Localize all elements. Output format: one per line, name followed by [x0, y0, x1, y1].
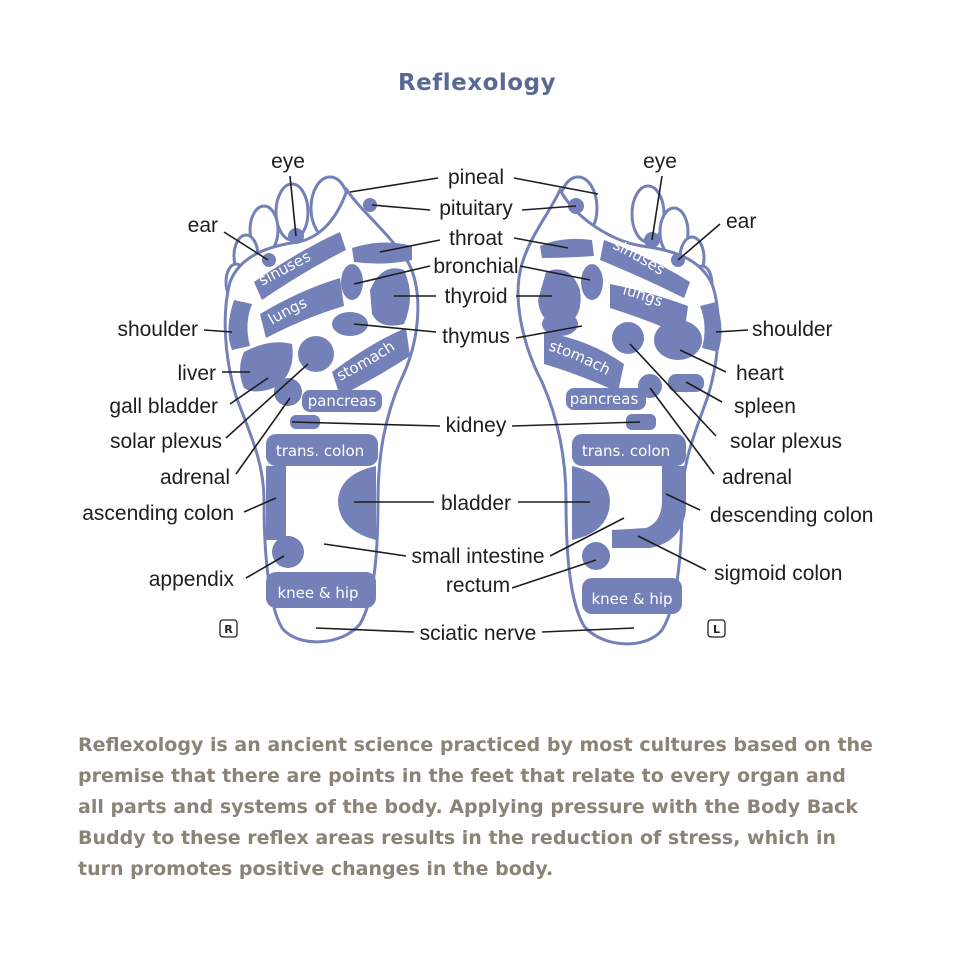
left-rectum-zone — [582, 542, 610, 570]
right-pancreas-label: pancreas — [308, 392, 377, 410]
left-trans-colon-label: trans. colon — [582, 442, 670, 460]
left-knee-hip-label: knee & hip — [591, 590, 672, 608]
right-gall-bladder-zone — [261, 366, 275, 386]
left-thymus-zone — [542, 312, 578, 336]
reflexology-diagram: sinuses lungs stomach pancreas trans. co… — [82, 150, 873, 646]
leader-lines — [203, 175, 749, 633]
right-ascending-colon-zone — [266, 466, 286, 540]
label-right-ear: ear — [188, 214, 218, 237]
left-heart-zone — [654, 320, 702, 360]
right-foot-labels: eye ear shoulder liver gall bladder sola… — [82, 150, 305, 591]
right-foot: sinuses lungs stomach pancreas trans. co… — [219, 175, 420, 644]
label-appendix: appendix — [149, 568, 235, 591]
label-kidney: kidney — [446, 414, 507, 437]
left-kidney-zone — [626, 414, 656, 430]
left-foot-badge-label: L — [713, 623, 720, 636]
right-stomach-zone — [332, 328, 410, 396]
left-shoulder-zone — [700, 302, 722, 352]
right-appendix-zone — [272, 536, 304, 568]
label-rectum: rectum — [446, 574, 510, 597]
label-left-eye: eye — [643, 150, 677, 173]
right-bronchial-zone — [341, 264, 363, 300]
label-left-adrenal: adrenal — [722, 466, 792, 489]
left-foot-badge — [707, 619, 726, 638]
label-throat: throat — [449, 227, 503, 250]
label-right-solar-plexus: solar plexus — [110, 430, 222, 453]
label-heart: heart — [736, 362, 784, 385]
right-trans-colon-zone — [266, 434, 378, 466]
left-sinuses-zone — [600, 240, 690, 298]
label-ascending-colon: ascending colon — [82, 502, 234, 525]
right-knee-hip-label: knee & hip — [277, 584, 358, 602]
right-adrenal-zone — [274, 378, 302, 406]
label-bladder: bladder — [441, 492, 511, 515]
left-stomach-zone — [544, 332, 624, 392]
right-thymus-zone — [332, 312, 368, 336]
label-right-adrenal: adrenal — [160, 466, 230, 489]
right-lungs-zone — [260, 278, 344, 338]
right-foot-badge-label: R — [224, 623, 233, 636]
label-spleen: spleen — [734, 395, 796, 418]
right-trans-colon-label: trans. colon — [276, 442, 364, 460]
label-left-shoulder: shoulder — [752, 318, 833, 341]
description-paragraph: Reflexology is an ancient science practi… — [78, 734, 873, 880]
right-bladder-zone — [338, 466, 376, 540]
label-bronchial: bronchial — [433, 255, 518, 278]
label-left-ear: ear — [726, 210, 756, 233]
left-bronchial-zone — [581, 264, 603, 300]
right-knee-hip-zone — [266, 572, 376, 608]
label-thymus: thymus — [442, 325, 510, 348]
right-pituitary-zone — [363, 198, 377, 212]
left-pancreas-zone — [566, 388, 646, 410]
label-right-eye: eye — [271, 150, 305, 173]
label-thyroid: thyroid — [444, 285, 507, 308]
left-pancreas-label: pancreas — [570, 390, 639, 408]
label-descending-colon: descending colon — [710, 504, 873, 527]
right-ear-zone — [262, 253, 276, 267]
right-throat-zone — [352, 242, 412, 264]
left-solar-plexus-zone — [612, 322, 644, 354]
left-foot-labels: eye ear shoulder heart spleen solar plex… — [643, 150, 873, 585]
label-left-solar-plexus: solar plexus — [730, 430, 842, 453]
label-gall-bladder: gall bladder — [109, 395, 218, 418]
right-foot-badge — [219, 619, 238, 638]
left-trans-colon-zone — [572, 434, 686, 466]
label-pineal: pineal — [448, 166, 504, 189]
page-title: Reflexology — [397, 70, 557, 96]
label-sigmoid-colon: sigmoid colon — [714, 562, 842, 585]
right-pancreas-zone — [302, 390, 382, 412]
left-descending-colon-zone — [612, 466, 686, 548]
label-right-shoulder: shoulder — [117, 318, 198, 341]
right-sinuses-zone — [254, 232, 346, 300]
right-solar-plexus-zone — [298, 336, 334, 372]
left-bladder-zone — [572, 466, 610, 540]
right-shoulder-zone — [228, 300, 252, 350]
center-labels: pineal pituitary throat bronchial thyroi… — [411, 166, 544, 645]
right-thyroid-zone — [370, 268, 410, 326]
label-liver: liver — [177, 362, 216, 385]
left-thyroid-zone — [538, 269, 581, 326]
label-small-intestine: small intestine — [411, 545, 544, 568]
left-knee-hip-zone — [582, 578, 682, 614]
label-sciatic-nerve: sciatic nerve — [420, 622, 537, 645]
label-pituitary: pituitary — [439, 197, 513, 220]
left-foot: sinuses lungs stomach pancreas trans. co… — [516, 175, 726, 646]
